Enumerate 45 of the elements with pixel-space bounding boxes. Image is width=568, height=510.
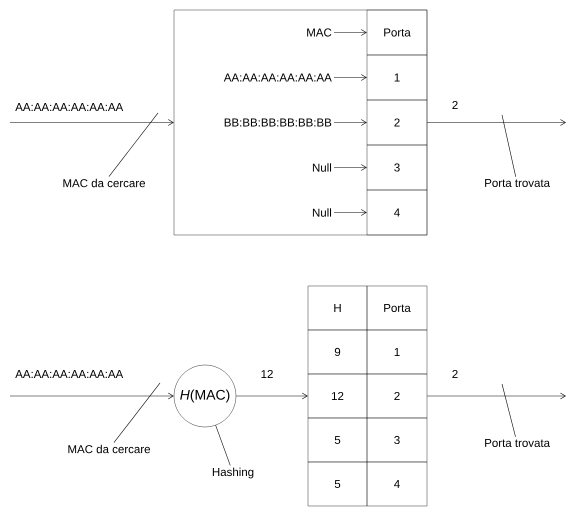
- callout-text: Porta trovata: [485, 179, 550, 187]
- arrow: [10, 119, 174, 126]
- table-cell: H: [308, 286, 368, 330]
- arrow: [334, 74, 367, 81]
- table-cell: 2: [366, 374, 428, 418]
- arrow: [426, 119, 566, 126]
- table-cell: 5: [308, 462, 368, 506]
- table-cell: 1: [366, 54, 428, 100]
- callout-text: MAC da cercare: [63, 178, 146, 188]
- table-cell: Porta: [366, 10, 428, 56]
- callout-text: Hashing: [212, 468, 254, 478]
- entry-label: AA:AA:AA:AA:AA:AA: [224, 74, 332, 82]
- arrow: [334, 164, 367, 171]
- callout-text: MAC da cercare: [68, 444, 150, 454]
- arrow: [334, 119, 367, 126]
- edge-label: 2: [450, 100, 460, 110]
- leader-line: [502, 114, 516, 178]
- entry-label: Null: [312, 163, 332, 172]
- table-cell: 2: [366, 100, 428, 146]
- entry-label: MAC: [307, 28, 332, 37]
- edge-label: 12: [260, 368, 274, 379]
- arrow: [334, 209, 367, 216]
- entry-label: BB:BB:BB:BB:BB:BB: [224, 118, 332, 126]
- arrow: [236, 392, 308, 400]
- table-cell: 4: [366, 462, 428, 506]
- entry-label: Null: [312, 208, 332, 217]
- edge-label: AA:AA:AA:AA:AA:AA: [14, 102, 124, 112]
- table-cell: 5: [308, 418, 368, 462]
- leader-line: [502, 384, 516, 438]
- table-cell: 9: [308, 330, 368, 374]
- arrow: [10, 392, 174, 400]
- table-cell: Porta: [366, 286, 428, 330]
- arrow: [334, 29, 367, 36]
- table-cell: 12: [308, 374, 368, 418]
- table-cell: 3: [366, 144, 428, 190]
- table-cell: 4: [366, 190, 428, 236]
- edge-label: AA:AA:AA:AA:AA:AA: [14, 369, 124, 379]
- table-cell: 1: [366, 330, 428, 374]
- leader-line: [114, 382, 160, 443]
- table-cell: 3: [366, 418, 428, 462]
- callout-text: Porta trovata: [485, 438, 550, 447]
- edge-label: 2: [450, 368, 460, 379]
- leader-line: [108, 112, 158, 177]
- arrow: [426, 392, 566, 400]
- leader-line: [215, 425, 231, 466]
